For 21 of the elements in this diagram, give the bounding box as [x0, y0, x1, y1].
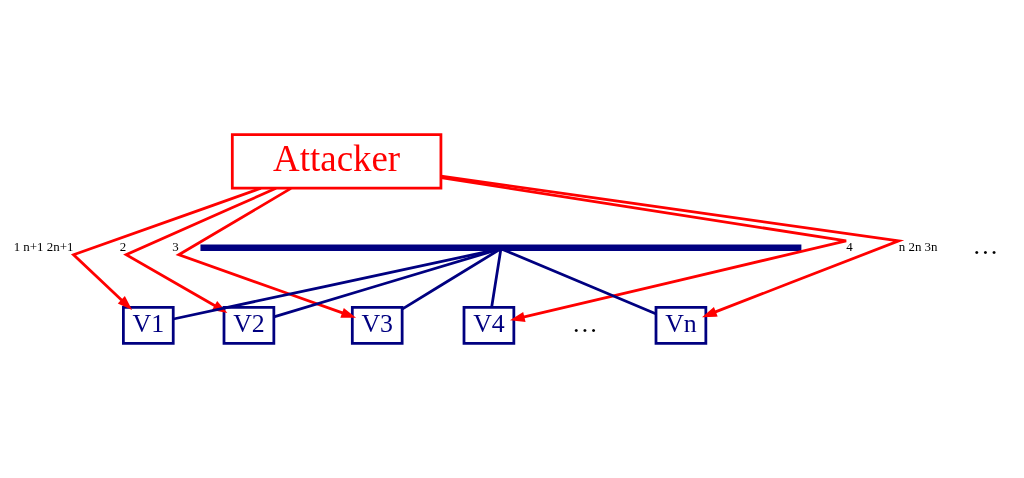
node-box: V3	[350, 305, 404, 345]
label: …	[572, 308, 598, 338]
connector	[502, 248, 657, 316]
connector	[173, 248, 497, 321]
edge-label: n 2n 3n	[898, 239, 938, 255]
node-bar	[200, 244, 802, 251]
label: …	[972, 231, 999, 261]
edge-label: 4	[846, 239, 853, 255]
connector	[273, 248, 499, 319]
arrow	[72, 187, 262, 310]
edge-label: 1 n+1 2n+1	[13, 239, 74, 255]
node-box: V2	[222, 305, 276, 345]
node-box: Attacker	[230, 133, 443, 190]
arrow	[177, 187, 357, 318]
edge-label: 3	[172, 239, 179, 255]
node-box: V4	[462, 305, 516, 345]
connector	[490, 249, 503, 308]
node-box: Vn	[654, 305, 708, 345]
edge-label: 2	[119, 239, 127, 255]
node-box: V1	[122, 305, 175, 345]
connector	[401, 248, 500, 311]
